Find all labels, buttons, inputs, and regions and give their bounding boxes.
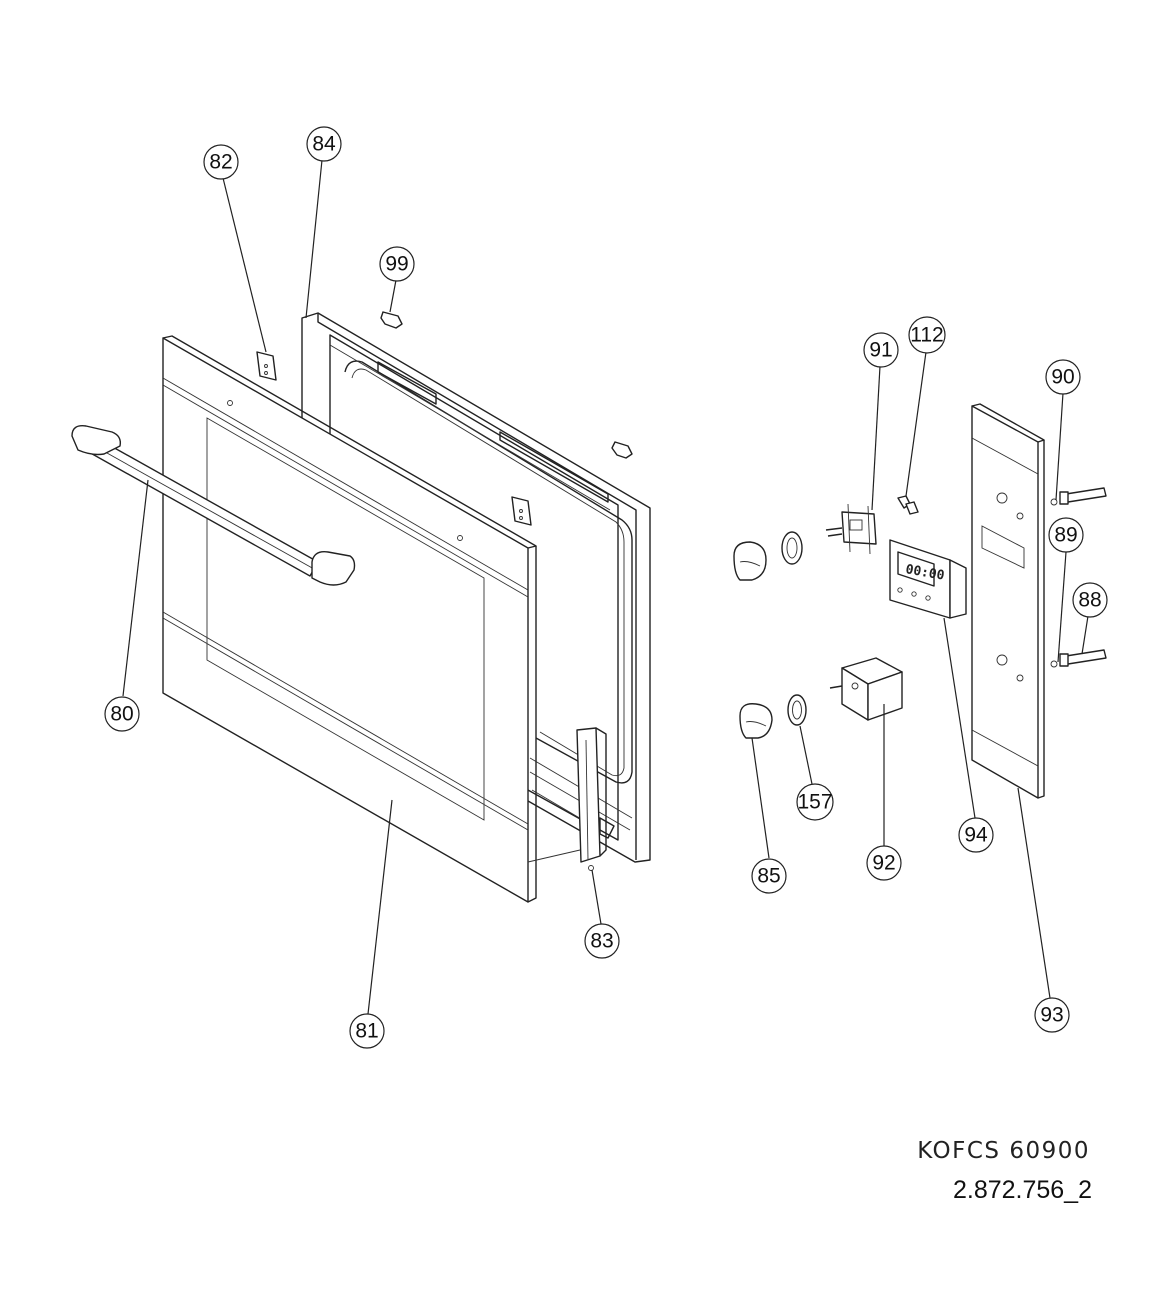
callout-94: 94: [958, 817, 994, 853]
callout-88: 88: [1072, 582, 1108, 618]
model-number: KOFCS 60900: [917, 1138, 1090, 1164]
callout-93-label: 93: [1040, 1004, 1063, 1027]
callout-157: 157: [796, 783, 834, 821]
panel-screw: [1050, 487, 1107, 668]
callout-85: 85: [751, 858, 787, 894]
drawing-code: 2.872.756_2: [953, 1176, 1092, 1204]
callout-81: 81: [349, 1013, 385, 1049]
callout-83-label: 83: [590, 930, 613, 953]
callout-83: 83: [584, 923, 620, 959]
leader-lines: [122, 159, 1089, 1015]
callout-99-label: 99: [385, 253, 408, 276]
door-hinge: [527, 727, 615, 871]
callout-80-label: 80: [110, 703, 133, 726]
knob-ring: [781, 531, 807, 726]
callout-91: 91: [863, 332, 899, 368]
callout-81-label: 81: [355, 1020, 378, 1043]
callout-94-label: 94: [964, 824, 988, 847]
callout-82-label: 82: [209, 151, 232, 174]
callout-88-label: 88: [1078, 589, 1101, 612]
switch-clip: [897, 495, 919, 515]
door-clip: [380, 311, 633, 459]
callout-112-label: 112: [910, 324, 943, 347]
callout-90-label: 90: [1051, 366, 1074, 389]
energy-regulator: [829, 657, 903, 721]
callout-82: 82: [203, 144, 239, 180]
callout-93: 93: [1034, 997, 1070, 1033]
callout-84: 84: [306, 126, 342, 162]
callout-90: 90: [1045, 359, 1081, 395]
callout-89: 89: [1048, 517, 1084, 553]
callout-112: 112: [908, 316, 946, 354]
callout-80: 80: [104, 696, 140, 732]
callout-85-label: 85: [757, 865, 780, 888]
callout-91-label: 91: [869, 339, 892, 362]
timer-module: 00:00: [889, 539, 967, 619]
selector-switch: [825, 503, 877, 555]
timer-display-text: 00:00: [904, 562, 945, 584]
callout-99: 99: [379, 246, 415, 282]
callout-84-label: 84: [312, 133, 336, 156]
outer-glass-door: [162, 335, 537, 903]
control-panel: [971, 403, 1045, 799]
callout-92-label: 92: [872, 852, 895, 875]
callout-89-label: 89: [1054, 524, 1077, 547]
callout-92: 92: [866, 845, 902, 881]
door-handle: [71, 425, 356, 586]
hinge-bracket: [256, 351, 532, 526]
control-knob: [733, 541, 773, 739]
callout-157-label: 157: [797, 791, 832, 814]
